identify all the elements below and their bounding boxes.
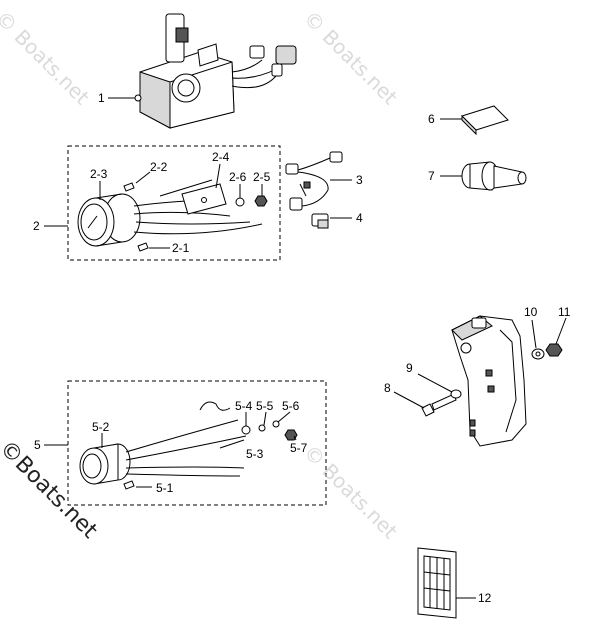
part-1-remote-control-box[interactable] [134,13,297,129]
part-5-2-trim-meter[interactable] [79,401,247,485]
part-5-7-nut[interactable] [284,429,298,441]
part-2-5-nut[interactable] [254,195,268,207]
part-8-bolt[interactable] [421,393,457,417]
leader-8 [393,391,425,409]
label-6: 6 [428,112,435,126]
leader-5-6 [277,411,291,423]
part-2-3-tachometer[interactable] [77,179,263,247]
label-11: 11 [558,305,571,319]
label-5-3: 5-3 [246,447,264,461]
label-4: 4 [356,211,363,225]
leader-5-3 [219,439,245,449]
part-3-wire-harness[interactable] [285,151,343,211]
label-8: 8 [384,381,391,395]
leader-9 [417,373,453,393]
label-2: 2 [33,219,40,233]
label-2-6: 2-6 [229,170,247,184]
label-5-1: 5-1 [156,481,174,495]
label-5-4: 5-4 [235,399,253,413]
label-5-5: 5-5 [256,399,274,413]
part-4-connector[interactable] [311,213,329,229]
label-2-1: 2-1 [172,241,190,255]
part-12-grille[interactable] [417,547,457,619]
label-5-6: 5-6 [282,399,300,413]
label-7: 7 [428,169,435,183]
leader-2-4 [215,163,221,189]
label-12: 12 [478,591,492,605]
part-9-washer[interactable] [450,389,462,399]
leader-5-5 [263,411,267,426]
part-5-6-washer[interactable] [272,420,280,428]
label-10: 10 [524,305,538,319]
part-2-1-bulb[interactable] [137,242,149,252]
part-2-4-bracket[interactable] [181,183,227,215]
label-2-4: 2-4 [212,150,230,164]
part-5-1-bulb[interactable] [123,480,135,490]
part-11-nut[interactable] [545,343,563,357]
leader-5-7 [293,435,297,441]
leader-2-2 [135,171,151,184]
part-7-grommet[interactable] [461,161,527,191]
label-3: 3 [356,173,363,187]
part-2-6-washer[interactable] [235,197,245,207]
part-5-4-washer[interactable] [241,425,251,435]
part-10-washer[interactable] [531,348,545,360]
label-2-5: 2-5 [253,170,271,184]
label-9: 9 [406,361,413,375]
leader-10 [531,319,537,349]
assembly-2-box [67,145,281,261]
bracket[interactable] [451,315,527,447]
part-5-5-washer[interactable] [258,424,266,432]
label-5-2: 5-2 [92,420,110,434]
leader-11 [555,317,567,345]
part-6-pad[interactable] [461,105,509,136]
label-5: 5 [34,438,41,452]
label-1: 1 [98,91,105,105]
label-2-3: 2-3 [90,167,108,181]
label-5-7: 5-7 [290,441,308,455]
part-2-2-bulb[interactable] [123,182,135,192]
assembly-5-box [67,380,327,506]
label-2-2: 2-2 [150,160,168,174]
